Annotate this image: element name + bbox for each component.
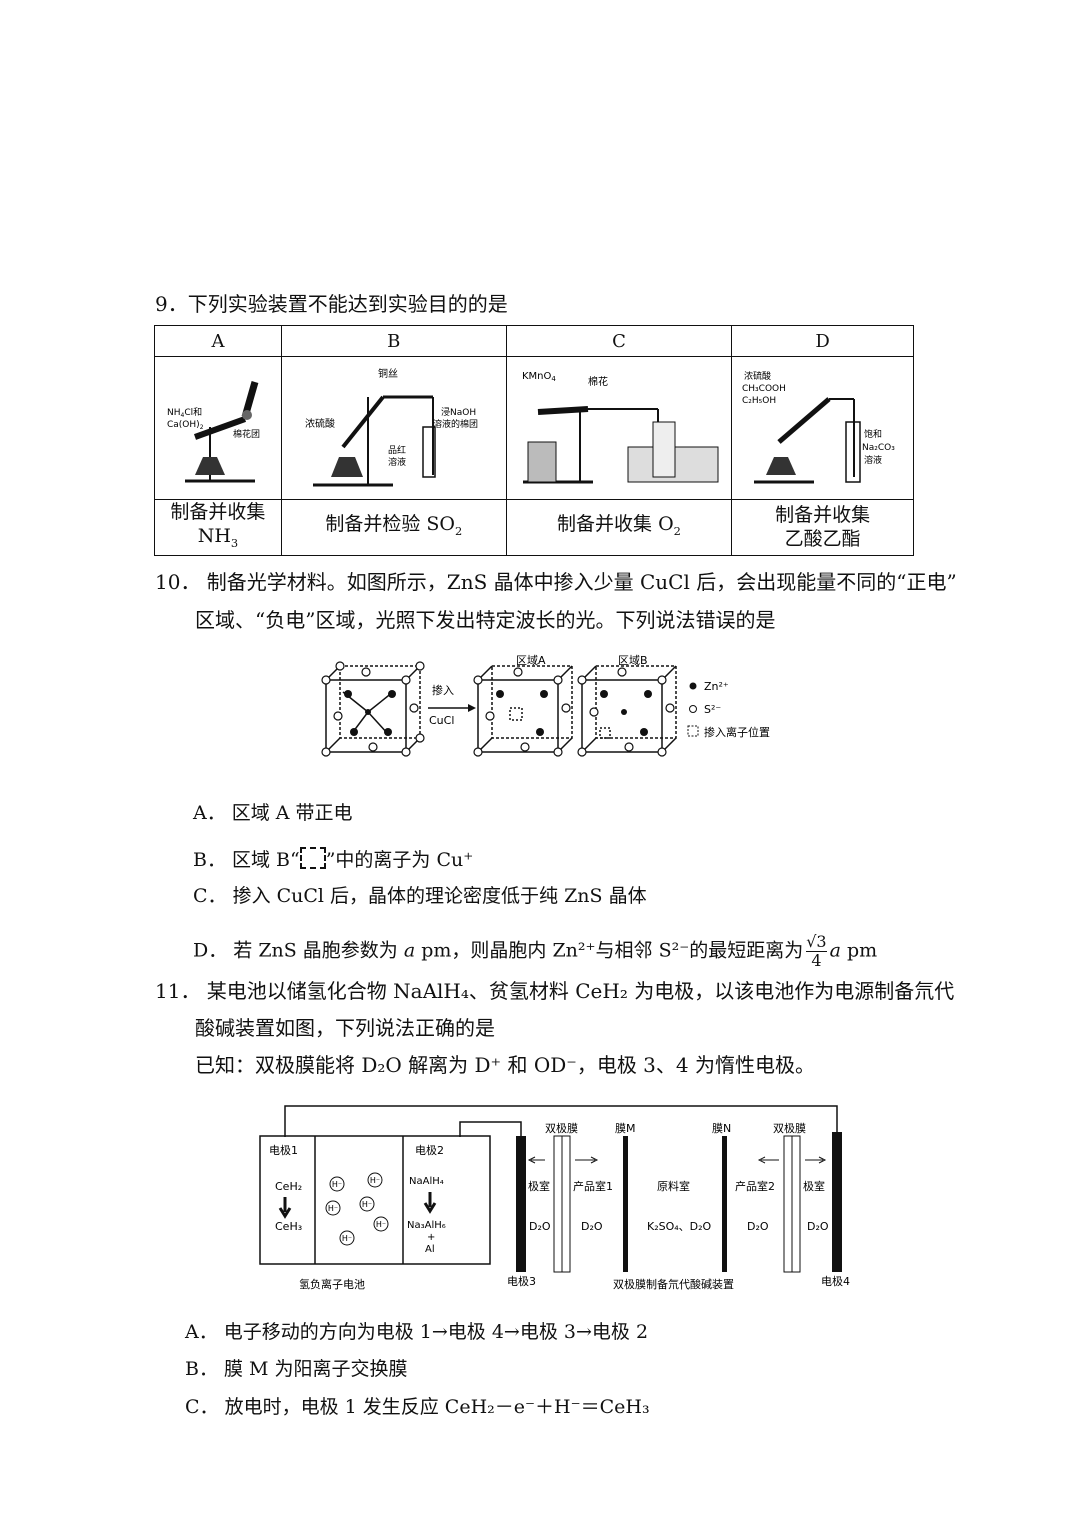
q10-option-c: C． 掺入 CuCl 后，晶体的理论密度低于纯 ZnS 晶体	[193, 885, 647, 907]
dashed-box-icon	[299, 847, 326, 869]
svg-text:双极膜: 双极膜	[545, 1121, 578, 1135]
svg-text:棉花: 棉花	[588, 375, 608, 388]
svg-text:膜N: 膜N	[712, 1122, 731, 1135]
svg-text:浓硫酸: 浓硫酸	[744, 370, 771, 382]
q10-option-b: B． 区域 B“”中的离子为 Cu⁺	[193, 847, 474, 871]
svg-text:铜丝: 铜丝	[378, 368, 398, 380]
svg-text:C₂H₅OH: C₂H₅OH	[742, 396, 776, 406]
svg-text:浓硫酸: 浓硫酸	[305, 417, 335, 430]
svg-text:氢负离子电池: 氢负离子电池	[299, 1277, 365, 1291]
legend-s: S²⁻	[704, 703, 721, 716]
svg-text:H⁻: H⁻	[328, 1204, 338, 1213]
zns-crystal-figure: 掺入 CuCl 区域A 区域B Zn²⁺ S²⁻ 掺入离子位置	[321, 654, 770, 757]
apparatus-a-drawing: NH4Cl和 Ca(OH)2 棉花团	[167, 381, 260, 483]
q9-caption-c: 制备并收集 O2	[505, 499, 733, 556]
q11-option-b: B． 膜 M 为阳离子交换膜	[185, 1358, 408, 1380]
svg-text:双极膜: 双极膜	[773, 1121, 806, 1135]
apparatus-d-drawing: 浓硫酸 CH₃COOH C₂H₅OH 饱和 Na₂CO₃ 溶液	[742, 370, 895, 484]
svg-text:Al: Al	[425, 1244, 435, 1255]
arrow-label-bottom: CuCl	[429, 714, 454, 727]
svg-text:饱和: 饱和	[864, 428, 882, 440]
legend-zn: Zn²⁺	[704, 680, 729, 693]
q11-option-c: C． 放电时，电极 1 发生反应 CeH₂－e⁻＋H⁻＝CeH₃	[185, 1396, 650, 1418]
svg-text:D₂O: D₂O	[807, 1220, 829, 1233]
svg-text:品红: 品红	[388, 444, 406, 456]
svg-text:+: +	[427, 1232, 435, 1243]
q10-option-a: A． 区域 A 带正电	[193, 802, 353, 824]
svg-text:原料室: 原料室	[657, 1179, 690, 1193]
q11-stem-line2: 酸碱装置如图，下列说法正确的是	[195, 1016, 495, 1040]
svg-text:H⁻: H⁻	[370, 1176, 380, 1185]
svg-text:电极2: 电极2	[415, 1143, 444, 1157]
svg-text:NH4Cl和: NH4Cl和	[167, 407, 202, 419]
svg-text:溶液: 溶液	[388, 456, 406, 468]
q10-stem-line2: 区域、“负电”区域，光照下发出特定波长的光。下列说法错误的是	[195, 608, 776, 632]
svg-text:Ca(OH)2: Ca(OH)2	[167, 420, 204, 431]
q11-stem-line1: 11． 某电池以储氢化合物 NaAlH₄、贫氢材料 CeH₂ 为电极，以该电池作…	[155, 979, 955, 1003]
svg-text:双极膜制备氘代酸碱装置: 双极膜制备氘代酸碱装置	[613, 1277, 734, 1291]
svg-text:Na₂CO₃: Na₂CO₃	[862, 443, 895, 453]
q9-header-a: A	[154, 325, 282, 357]
apparatus-c-drawing: KMnO4 棉花	[522, 371, 719, 484]
q11-option-a: A． 电子移动的方向为电极 1→电极 4→电极 3→电极 2	[185, 1321, 649, 1343]
svg-text:溶液: 溶液	[864, 454, 882, 466]
svg-text:电极3: 电极3	[507, 1274, 536, 1288]
svg-text:H⁻: H⁻	[376, 1220, 386, 1229]
q9-apparatus-table: A B C D NH4Cl和 Ca(OH)2 棉花团	[154, 325, 914, 556]
q9-apparatus-d: 浓硫酸 CH₃COOH C₂H₅OH 饱和 Na₂CO₃ 溶液	[731, 356, 914, 500]
q10-stem-line1: 10． 制备光学材料。如图所示，ZnS 晶体中掺入少量 CuCl 后，会出现能量…	[155, 570, 957, 594]
svg-text:H⁻: H⁻	[342, 1234, 352, 1243]
q9-stem: 9．下列实验装置不能达到实验目的的是	[155, 292, 508, 316]
q9-header-d: D	[731, 325, 914, 357]
svg-text:D₂O: D₂O	[529, 1220, 551, 1233]
svg-text:电极4: 电极4	[821, 1274, 850, 1288]
svg-text:CH₃COOH: CH₃COOH	[742, 384, 786, 394]
svg-text:产品室1: 产品室1	[573, 1179, 613, 1193]
svg-text:膜M: 膜M	[615, 1122, 636, 1135]
svg-text:H⁻: H⁻	[332, 1180, 342, 1189]
region-b-label: 区域B	[618, 654, 648, 667]
svg-text:极室: 极室	[803, 1179, 825, 1193]
arrow-label-top: 掺入	[432, 683, 454, 697]
svg-text:产品室2: 产品室2	[735, 1179, 775, 1193]
svg-text:Na₃AlH₆: Na₃AlH₆	[407, 1220, 446, 1231]
svg-text:极室: 极室	[528, 1179, 550, 1193]
svg-text:棉花团: 棉花团	[233, 428, 260, 440]
q9-caption-b: 制备并检验 SO2	[280, 499, 507, 556]
region-a-label: 区域A	[516, 654, 546, 667]
svg-text:D₂O: D₂O	[581, 1220, 603, 1233]
svg-text:D₂O: D₂O	[747, 1220, 769, 1233]
svg-text:NaAlH₄: NaAlH₄	[409, 1176, 444, 1187]
svg-text:CeH₂: CeH₂	[275, 1180, 302, 1193]
svg-text:CeH₃: CeH₃	[275, 1220, 302, 1233]
q9-header-c: C	[505, 325, 733, 357]
svg-text:溶液的棉团: 溶液的棉团	[433, 418, 478, 430]
q9-apparatus-b: 铜丝 浓硫酸 浸NaOH 溶液的棉团 品红 溶液	[280, 356, 507, 500]
q10-option-d: D． 若 ZnS 晶胞参数为 a pm，则晶胞内 Zn²⁺与相邻 S²⁻的最短距…	[193, 932, 878, 970]
q9-caption-d: 制备并收集乙酸乙酯	[731, 499, 914, 556]
svg-text:H⁻: H⁻	[362, 1200, 372, 1209]
legend-dope: 掺入离子位置	[704, 725, 770, 739]
q9-apparatus-a: NH4Cl和 Ca(OH)2 棉花团	[154, 356, 282, 500]
apparatus-b-drawing: 铜丝 浓硫酸 浸NaOH 溶液的棉团 品红 溶液	[305, 368, 478, 487]
svg-text:电极1: 电极1	[269, 1143, 298, 1157]
q11-known: 已知：双极膜能将 D₂O 解离为 D⁺ 和 OD⁻，电极 3、4 为惰性电极。	[195, 1053, 815, 1077]
q9-header-b: B	[280, 325, 507, 357]
svg-text:K₂SO₄、D₂O: K₂SO₄、D₂O	[647, 1220, 712, 1233]
svg-text:浸NaOH: 浸NaOH	[441, 407, 476, 418]
svg-text:KMnO4: KMnO4	[522, 371, 556, 383]
electrolysis-figure: 电极1 电极2 CeH₂ CeH₃ NaAlH₄ Na₃AlH₆ + Al H⁻…	[259, 1105, 850, 1291]
q9-apparatus-c: KMnO4 棉花	[505, 356, 733, 500]
